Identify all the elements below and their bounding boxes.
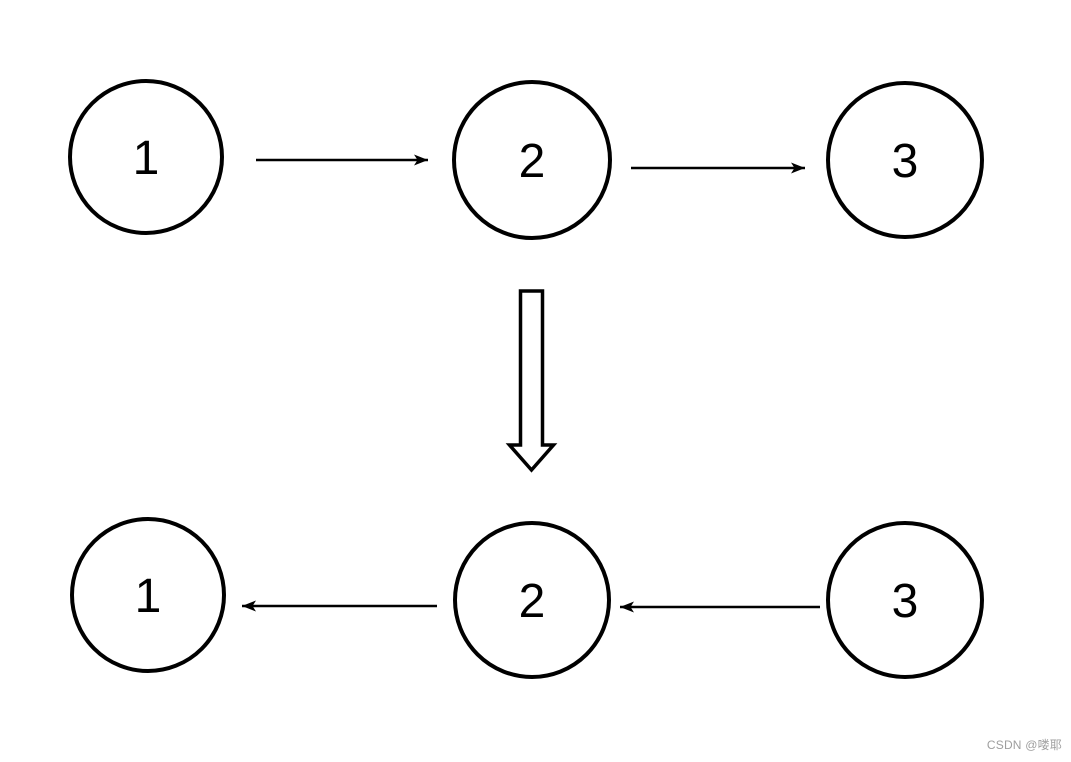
node-circle-bottom-1 xyxy=(70,517,226,673)
node-label-bottom-2: 2 xyxy=(519,575,546,628)
transition-down-arrow-icon xyxy=(505,289,558,473)
node-circle-bottom-2 xyxy=(453,521,611,679)
top-row: 1 2 3 xyxy=(68,79,984,240)
node-circle-top-1 xyxy=(68,79,224,235)
node-label-bottom-1: 1 xyxy=(135,570,162,623)
node-label-top-3: 3 xyxy=(892,135,919,188)
node-label-top-1: 1 xyxy=(133,132,160,185)
node-label-bottom-3: 3 xyxy=(892,575,919,628)
node-circle-top-2 xyxy=(452,80,612,240)
node-circle-bottom-3 xyxy=(826,521,984,679)
watermark: CSDN @喽耶 xyxy=(986,738,1062,752)
bottom-row: 1 2 3 xyxy=(70,517,984,679)
node-label-top-2: 2 xyxy=(519,135,546,188)
node-circle-top-3 xyxy=(826,81,984,239)
